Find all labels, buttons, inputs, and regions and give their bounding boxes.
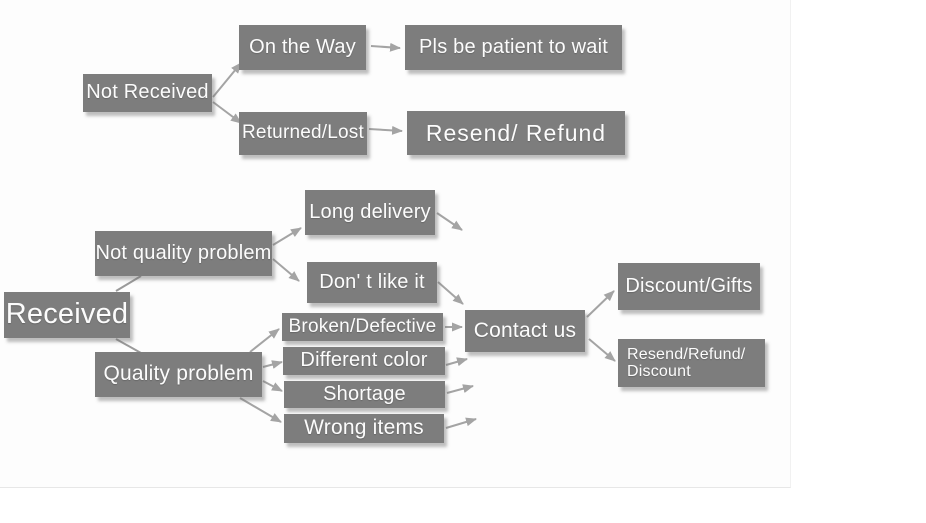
node-received: Received [4, 292, 130, 338]
node-resend-refund: Resend/ Refund [407, 111, 625, 155]
node-not-received: Not Received [83, 74, 212, 112]
node-returned-lost: Returned/Lost [239, 112, 367, 155]
node-on-the-way: On the Way [239, 25, 366, 70]
node-wrong-items: Wrong items [284, 414, 444, 443]
node-broken-defective: Broken/Defective [282, 313, 443, 341]
node-different-color: Different color [283, 347, 445, 375]
node-long-delivery: Long delivery [305, 190, 435, 235]
node-quality-problem: Quality problem [95, 352, 262, 397]
node-dont-like-it: Don' t like it [307, 262, 437, 303]
node-not-quality-problem: Not quality problem [95, 231, 272, 276]
node-shortage: Shortage [284, 381, 445, 408]
node-pls-be-patient-to-wait: Pls be patient to wait [405, 25, 622, 70]
node-discount-gifts: Discount/Gifts [618, 263, 760, 310]
node-resend-refund-discount: Resend/Refund/ Discount [618, 339, 765, 387]
node-contact-us: Contact us [465, 310, 585, 352]
